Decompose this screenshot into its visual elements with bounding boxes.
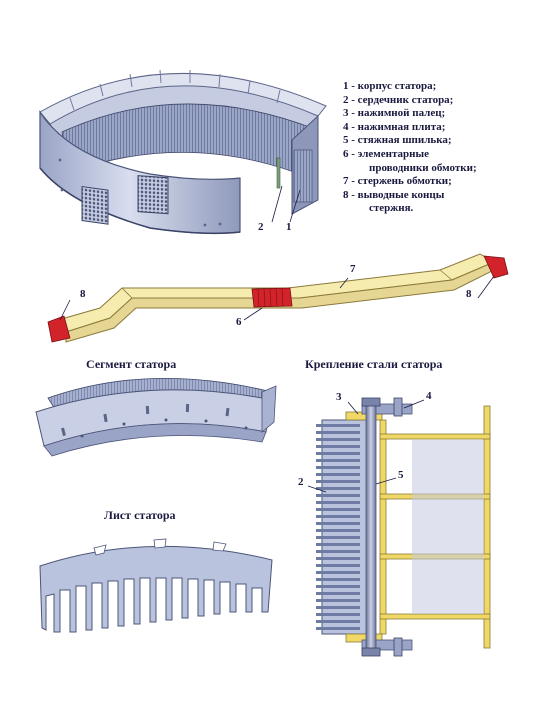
legend-item-5: 5 - стяжная шпилька;: [343, 134, 452, 147]
stator-sheet-drawing: [39, 538, 273, 633]
core-tooth: [316, 473, 360, 476]
legend-item-8: 8 - выводные концы: [343, 188, 445, 201]
core-tooth: [316, 466, 360, 469]
caption-sheet: Лист статора: [104, 508, 176, 522]
core-tooth: [316, 515, 360, 518]
legend-item-6-cont: проводники обмотки;: [369, 161, 477, 174]
fastening-drawing: [307, 397, 491, 657]
legend-item-7: 7 - стержень обмотки;: [343, 175, 452, 188]
core-tooth: [316, 480, 360, 483]
core-tooth: [316, 592, 360, 595]
caption-segment: Сегмент статора: [86, 357, 177, 371]
fastening-label-4: 4: [426, 390, 432, 402]
stator-label-2: 2: [258, 221, 264, 233]
core-tooth: [316, 452, 360, 455]
core-tooth: [316, 599, 360, 602]
core-tooth: [316, 431, 360, 434]
legend-item-4: 4 - нажимная плита;: [343, 120, 446, 133]
core-tooth: [316, 543, 360, 546]
legend: 1 - корпус статора; 2 - сердечник статор…: [343, 80, 533, 216]
core-tooth: [316, 445, 360, 448]
core-tooth: [316, 529, 360, 532]
core-tooth: [316, 613, 360, 616]
stator-segment-drawing: [35, 377, 277, 457]
legend-item-8-cont: стержня.: [369, 202, 414, 215]
core-tooth: [316, 578, 360, 581]
core-tooth: [316, 494, 360, 497]
bar-label-6: 6: [236, 316, 242, 328]
core-tooth: [316, 438, 360, 441]
core-tooth: [316, 508, 360, 511]
core-tooth: [316, 424, 360, 427]
core-tooth: [316, 620, 360, 623]
core-tooth: [316, 627, 360, 630]
bar-label-8-left: 8: [80, 288, 86, 300]
core-tooth: [316, 487, 360, 490]
core-tooth: [316, 522, 360, 525]
core-tooth: [316, 557, 360, 560]
bar-label-8-right: 8: [466, 288, 472, 300]
fastening-label-5: 5: [398, 469, 404, 481]
legend-item-3: 3 - нажимной палец;: [343, 107, 446, 120]
core-tooth: [316, 550, 360, 553]
core-tooth: [316, 571, 360, 574]
core-tooth: [316, 564, 360, 567]
legend-item-2: 2 - сердечник статора;: [343, 93, 454, 106]
core-tooth: [316, 606, 360, 609]
core-tooth: [316, 585, 360, 588]
winding-bar-drawing: [47, 253, 509, 343]
stator-housing-drawing: [39, 69, 327, 235]
legend-item-6: 6 - элементарные: [343, 147, 429, 160]
core-tooth: [316, 459, 360, 462]
caption-fastening: Крепление стали статора: [305, 357, 443, 371]
legend-item-1: 1 - корпус статора;: [343, 80, 437, 92]
core-tooth: [316, 501, 360, 504]
bar-label-7: 7: [350, 263, 356, 275]
core-tooth: [316, 536, 360, 539]
fastening-label-2: 2: [298, 476, 304, 488]
fastening-label-3: 3: [336, 391, 342, 403]
stator-label-1: 1: [286, 221, 292, 233]
